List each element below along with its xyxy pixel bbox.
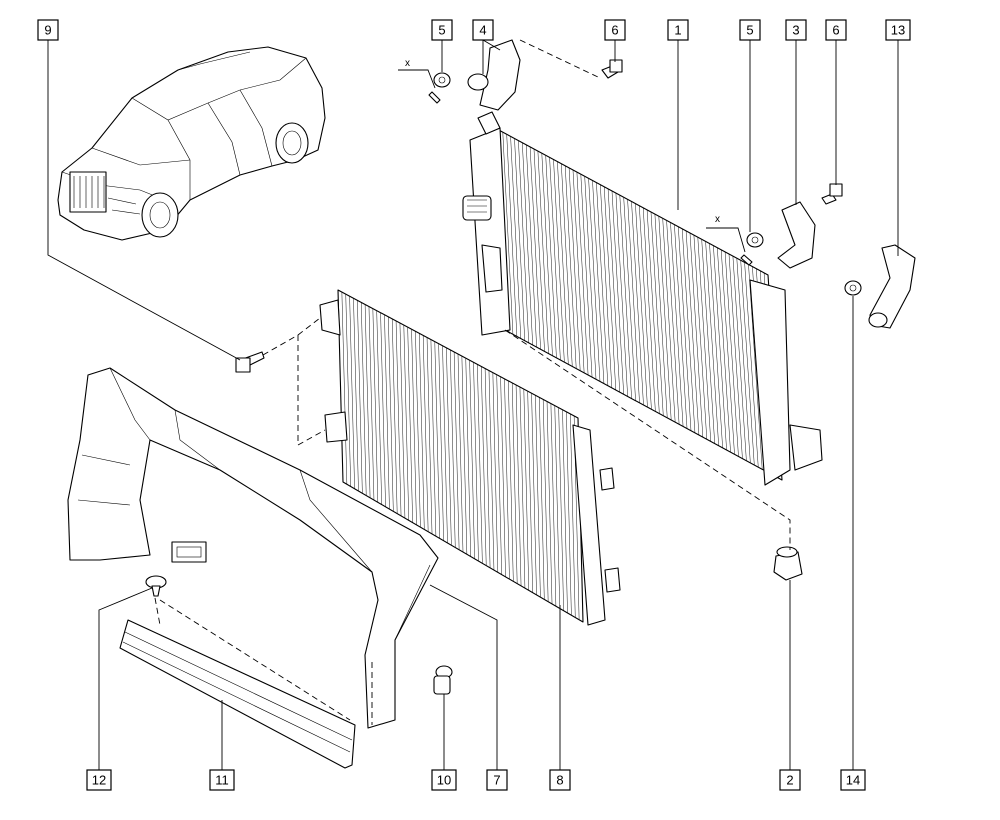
callout-11: 11 (209, 769, 235, 791)
bolt-6-right (821, 183, 843, 205)
callout-label: 8 (556, 773, 563, 788)
callout-2: 2 (779, 769, 801, 791)
callout-4: 4 (472, 19, 494, 41)
callout-12: 12 (86, 769, 112, 791)
callout-13: 13 (885, 19, 911, 41)
callout-label: 6 (832, 23, 839, 38)
x-mark-right: x (715, 214, 720, 225)
assembly-dashes (154, 39, 791, 725)
callout-label: 6 (611, 23, 618, 38)
callout-3: 3 (785, 19, 807, 41)
callout-label: 3 (792, 23, 799, 38)
lower-deflector-strip (119, 619, 356, 769)
mount-2 (773, 546, 803, 581)
callout-5-right: 5 (739, 19, 761, 41)
condenser (319, 289, 621, 626)
screws-x (428, 91, 753, 266)
callout-7: 7 (486, 769, 508, 791)
washer-5-right (746, 232, 764, 248)
callout-6-upper: 6 (604, 19, 626, 41)
callout-label: 1 (674, 23, 681, 38)
bracket-upper-4 (467, 39, 521, 111)
bolt-6-upper (601, 59, 623, 79)
callout-label: 2 (786, 773, 793, 788)
washer-5-upper (433, 72, 451, 88)
car-illustration (57, 46, 326, 241)
callout-label: 10 (437, 773, 451, 788)
clip-10 (433, 665, 453, 695)
callout-label: 14 (846, 773, 860, 788)
callout-label: 4 (479, 23, 486, 38)
leader-lines (47, 39, 899, 770)
callout-label: 7 (493, 773, 500, 788)
air-deflector-frame (67, 367, 439, 729)
callout-6-right: 6 (825, 19, 847, 41)
bolt-9 (235, 351, 265, 373)
radiator (462, 111, 823, 486)
washer-14 (844, 280, 862, 296)
callout-5-upper: 5 (431, 19, 453, 41)
callout-label: 12 (92, 773, 106, 788)
callout-10: 10 (431, 769, 457, 791)
x-mark-upper: x (405, 58, 410, 69)
callout-1: 1 (667, 19, 689, 41)
bracket-upper-3 (777, 201, 816, 269)
callout-8: 8 (549, 769, 571, 791)
callout-label: 11 (215, 773, 229, 788)
callout-label: 9 (44, 23, 51, 38)
condenser-fins (341, 292, 580, 620)
bracket-side-13 (868, 244, 916, 329)
clip-12 (145, 541, 207, 597)
callout-9: 9 (37, 19, 59, 41)
callout-14: 14 (840, 769, 866, 791)
callout-label: 5 (746, 23, 753, 38)
callout-label: 13 (891, 23, 905, 38)
callout-label: 5 (438, 23, 445, 38)
